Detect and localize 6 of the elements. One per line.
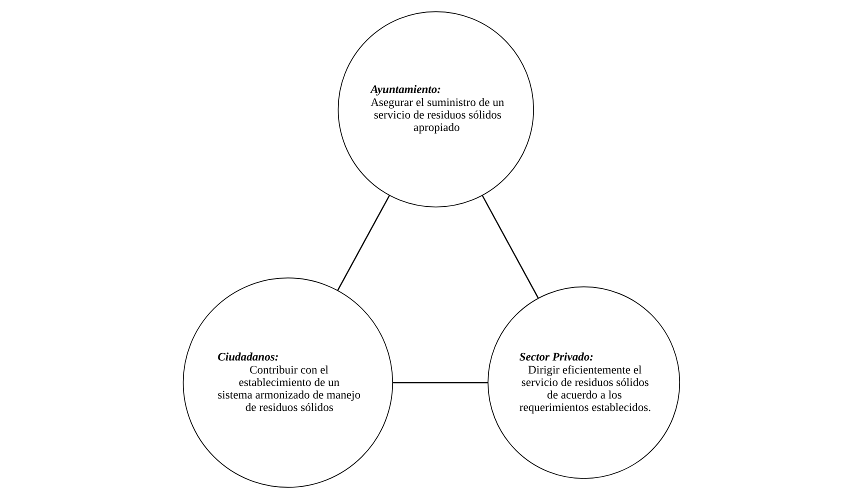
- connector: [336, 195, 390, 291]
- node-circle: Ciudadanos: Contribuir con el establecimiento de un sistema armonizado de manejo de residuos sólidos: [182, 278, 393, 488]
- connector: [481, 195, 538, 298]
- node-circle: Ayuntamiento: Asegurar el suministro de un servicio de residuos sólidos apropiado: [337, 11, 534, 208]
- connector: [392, 382, 488, 384]
- node-circle: Sector Privado: Dirigir eficientemente el servicio de residuos sólidos de acuerdo a los requerimientos establecidos.: [487, 286, 680, 479]
